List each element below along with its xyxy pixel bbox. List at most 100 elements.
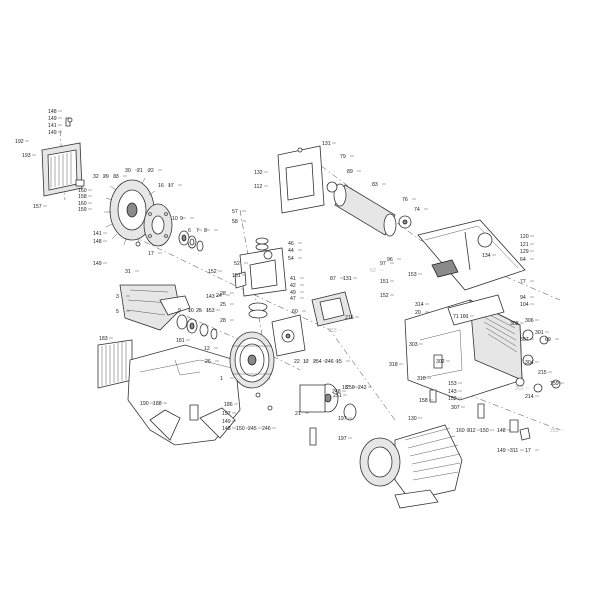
callout-149: 149 xyxy=(222,419,231,425)
callout-153: 153 xyxy=(448,381,457,387)
callout-18: 18 xyxy=(342,385,348,391)
callout-22: 22 xyxy=(148,168,154,174)
callout-148: 148 xyxy=(222,426,231,432)
callout-188: 188 xyxy=(153,401,162,407)
callout-20: 20 xyxy=(415,310,421,316)
callout-318: 318 xyxy=(389,362,398,368)
callout-193: 193 xyxy=(22,153,31,159)
callout-158: 158 xyxy=(419,398,428,404)
callout-312: 312 xyxy=(467,428,476,434)
callout-134: 134 xyxy=(482,253,491,259)
callout-160: 160 xyxy=(78,201,87,207)
callout-148: 148 xyxy=(48,109,57,115)
callout-17: 17 xyxy=(168,183,174,189)
callout-310: 310 xyxy=(417,376,426,382)
callout-63: 63 xyxy=(370,268,376,274)
fan-wheel-part xyxy=(104,177,160,246)
callout-158: 158 xyxy=(78,194,87,200)
callout-151: 151 xyxy=(232,273,241,279)
hub-flange-part xyxy=(143,203,173,247)
callout-131: 131 xyxy=(343,276,352,282)
callout-149: 149 xyxy=(48,116,57,122)
callout-44: 44 xyxy=(288,248,294,254)
callout-33: 33 xyxy=(113,174,119,180)
callout-130: 130 xyxy=(408,416,417,422)
callout-42: 42 xyxy=(290,283,296,289)
callout-149: 149 xyxy=(93,261,102,267)
callout-250: 250 xyxy=(346,385,355,391)
callout-12: 12 xyxy=(303,359,309,365)
callout-28: 28 xyxy=(220,291,226,297)
callout-197: 197 xyxy=(338,416,347,422)
grille-panel-part xyxy=(97,339,133,389)
callout-308: 308 xyxy=(510,321,519,327)
callout-25: 25 xyxy=(220,302,226,308)
callout-21: 21 xyxy=(137,168,143,174)
callout-104: 104 xyxy=(520,302,529,308)
callout-12: 12 xyxy=(204,346,210,352)
gasket-plate-part xyxy=(234,247,287,297)
callout-120: 120 xyxy=(520,234,529,240)
callout-190: 190 xyxy=(140,401,149,407)
callout-150: 150 xyxy=(480,428,489,434)
housing-cover-part xyxy=(127,344,241,446)
callout-143: 143 xyxy=(448,389,457,395)
callout-197: 197 xyxy=(338,436,347,442)
callout-15: 15 xyxy=(336,359,342,365)
callout-152: 152 xyxy=(380,293,389,299)
callout-101: 101 xyxy=(460,314,469,320)
callout-32: 32 xyxy=(93,174,99,180)
callout-16: 16 xyxy=(158,183,164,189)
callout-1: 1 xyxy=(220,376,223,382)
callout-152: 152 xyxy=(448,396,457,402)
callout-233: 233 xyxy=(328,328,337,334)
callout-282: 282 xyxy=(550,428,559,434)
callout-160: 160 xyxy=(456,428,465,434)
callout-314: 314 xyxy=(415,302,424,308)
callout-143: 143 xyxy=(206,294,215,300)
callout-22: 22 xyxy=(294,359,300,365)
callout-307: 307 xyxy=(520,337,529,343)
callout-83: 83 xyxy=(372,182,378,188)
callout-77: 77 xyxy=(520,279,526,285)
callout-302: 302 xyxy=(436,359,445,365)
callout-152: 152 xyxy=(208,269,217,275)
bearing-set-2-part xyxy=(176,314,218,340)
callout-58: 58 xyxy=(232,219,238,225)
callout-245: 245 xyxy=(248,426,257,432)
callout-157: 157 xyxy=(33,204,42,210)
callout-183: 183 xyxy=(99,336,108,342)
callout-301: 301 xyxy=(535,330,544,336)
callout-71: 71 xyxy=(453,314,459,320)
callout-159: 159 xyxy=(550,381,559,387)
callout-5: 5 xyxy=(116,309,119,315)
callout-31: 31 xyxy=(125,269,131,275)
callout-49: 49 xyxy=(290,290,296,296)
callout-148: 148 xyxy=(93,239,102,245)
callout-132: 132 xyxy=(254,170,263,176)
callout-97: 97 xyxy=(380,261,386,267)
callout-3: 3 xyxy=(116,294,119,300)
callout-21: 21 xyxy=(295,411,301,417)
main-pump-housing-part xyxy=(404,294,523,401)
callout-52: 52 xyxy=(234,261,240,267)
top-lid-part xyxy=(417,219,526,291)
callout-69: 69 xyxy=(545,337,551,343)
callout-129: 129 xyxy=(520,249,529,255)
callout-121: 121 xyxy=(520,242,529,248)
callout-96: 96 xyxy=(387,257,393,263)
callout-254: 254 xyxy=(313,359,322,365)
callout-246: 246 xyxy=(325,359,334,365)
bearing-set-part xyxy=(178,230,204,252)
callout-28: 28 xyxy=(220,318,226,324)
callout-215: 215 xyxy=(538,370,547,376)
callout-151: 151 xyxy=(380,279,389,285)
callout-17: 17 xyxy=(525,448,531,454)
callout-9: 9 xyxy=(178,308,181,314)
callout-131: 131 xyxy=(322,141,331,147)
bracket-part xyxy=(277,145,325,214)
callout-57: 57 xyxy=(232,209,238,215)
